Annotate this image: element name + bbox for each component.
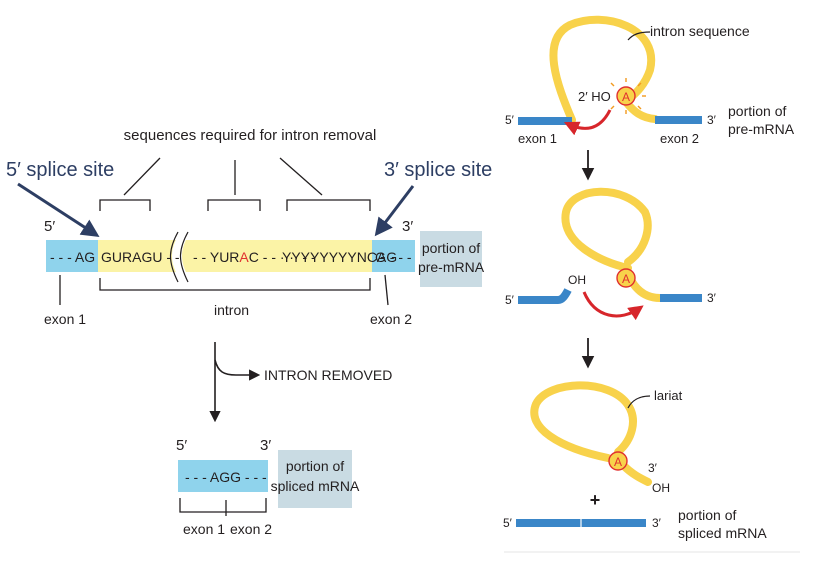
exon1-label-r: exon 1 bbox=[518, 131, 557, 146]
break-mark-left bbox=[169, 231, 179, 283]
bracket-branch bbox=[207, 199, 261, 211]
seq-exon2: G - - - bbox=[375, 249, 412, 265]
attack-arrow-2 bbox=[582, 291, 644, 321]
three-prime-3: 3′ bbox=[648, 461, 658, 475]
required-connectors bbox=[99, 157, 371, 211]
ho-label: 2′ HO bbox=[578, 89, 611, 104]
reactive-starburst bbox=[610, 78, 646, 114]
intron-removed-arrow bbox=[214, 359, 261, 381]
intron-loop-2 bbox=[561, 187, 652, 272]
bracket-3ss bbox=[286, 199, 371, 211]
exon2-segment bbox=[372, 240, 415, 272]
branch-a-2: A bbox=[622, 272, 630, 286]
exon2-label-r: exon 2 bbox=[660, 131, 699, 146]
lariat-label: lariat bbox=[654, 388, 683, 403]
intron-bracket bbox=[99, 278, 371, 291]
exon1-strand-2 bbox=[518, 288, 572, 304]
three-prime-1: 3′ bbox=[707, 113, 717, 127]
spliced-seq: - - - AGG - - - bbox=[185, 469, 267, 485]
seq-5ss: GURAGU - - bbox=[101, 249, 180, 265]
lariat-leader bbox=[627, 395, 651, 409]
attack-arrow-1 bbox=[563, 109, 612, 136]
oh-label-2: OH bbox=[568, 273, 586, 287]
intron-sequence-label: intron sequence bbox=[650, 23, 750, 39]
seq-branch-post: C - - ···· - - bbox=[249, 249, 316, 265]
spliced-mrna-bar bbox=[178, 460, 268, 492]
exon1-label: exon 1 bbox=[44, 311, 86, 327]
premrna-label-r-line2: pre-mRNA bbox=[728, 121, 795, 137]
branch-a-circle-3 bbox=[608, 451, 628, 471]
spliced-label-line2: spliced mRNA bbox=[271, 478, 360, 494]
oh-label-3: OH bbox=[652, 481, 670, 495]
spliced-brackets bbox=[179, 498, 267, 516]
five-prime-1: 5′ bbox=[505, 113, 515, 127]
branch-a-circle-2 bbox=[616, 268, 636, 288]
branch-a-circle-1 bbox=[616, 86, 636, 106]
spliced-exon2-label: exon 2 bbox=[230, 521, 272, 537]
three-splice-site-label: 3′ splice site bbox=[384, 159, 492, 181]
spliced-label-r-line2: spliced mRNA bbox=[678, 525, 767, 541]
spliced-three-prime: 3′ bbox=[260, 437, 271, 454]
five-splice-arrow bbox=[17, 182, 100, 237]
seq-branch: - - YURAC - - ···· - - bbox=[193, 249, 316, 265]
premrna-label-line2: pre-mRNA bbox=[418, 259, 485, 275]
five-prime-2: 5′ bbox=[505, 293, 515, 307]
premrna-bar bbox=[46, 231, 415, 283]
five-prime-3: 5′ bbox=[503, 516, 513, 530]
left-panel: sequences required for intron removal 5′… bbox=[6, 127, 492, 537]
intron-loop-1 bbox=[549, 15, 656, 124]
premrna-label-line1: portion of bbox=[422, 240, 480, 256]
exon2-label: exon 2 bbox=[370, 311, 412, 327]
plus-sign: + bbox=[590, 490, 601, 510]
three-prime-4: 3′ bbox=[652, 516, 662, 530]
step2: A OH 5′ 3′ bbox=[505, 187, 717, 321]
spliced-label-box bbox=[278, 450, 352, 508]
intron-removed-label: INTRON REMOVED bbox=[264, 367, 392, 383]
spliced-label-r-line1: portion of bbox=[678, 507, 736, 523]
step3: A lariat 3′ OH + 5′ 3′ portion of splice… bbox=[503, 381, 800, 553]
spliced-five-prime: 5′ bbox=[176, 437, 187, 454]
branch-a-3: A bbox=[614, 455, 622, 469]
exon1-segment bbox=[46, 240, 98, 272]
branch-a-1: A bbox=[622, 90, 630, 104]
premrna-label-box bbox=[420, 231, 482, 287]
seq-3ss: YYYYYYYYNCAG bbox=[282, 249, 397, 265]
lariat-loop bbox=[530, 381, 637, 462]
three-splice-arrow bbox=[374, 185, 415, 237]
three-prime-2: 3′ bbox=[707, 291, 717, 305]
break-mark-right bbox=[179, 231, 189, 283]
spliced-exon1-label: exon 1 bbox=[183, 521, 225, 537]
lariat-tail bbox=[620, 462, 652, 486]
seq-exon1: - - - AG bbox=[50, 249, 95, 265]
bracket-5ss bbox=[99, 199, 151, 211]
five-prime-label: 5′ bbox=[44, 218, 55, 235]
step1: A 2′ HO 5′ 3′ exon 1 exon 2 portion of p… bbox=[505, 15, 795, 146]
seq-branch-a: A bbox=[239, 249, 249, 265]
seq-branch-pre: - - YUR bbox=[193, 249, 239, 265]
five-splice-site-label: 5′ splice site bbox=[6, 159, 114, 181]
bottom-brackets bbox=[59, 274, 389, 306]
premrna-label-r-line1: portion of bbox=[728, 103, 786, 119]
intron-sequence-leader bbox=[627, 31, 651, 41]
three-prime-label: 3′ bbox=[402, 218, 413, 235]
sequences-required-label: sequences required for intron removal bbox=[124, 127, 377, 144]
right-panel: A 2′ HO 5′ 3′ exon 1 exon 2 portion of p… bbox=[503, 15, 800, 553]
intron-label: intron bbox=[214, 302, 249, 318]
intron-segment bbox=[98, 240, 372, 272]
spliced-label-line1: portion of bbox=[286, 458, 344, 474]
